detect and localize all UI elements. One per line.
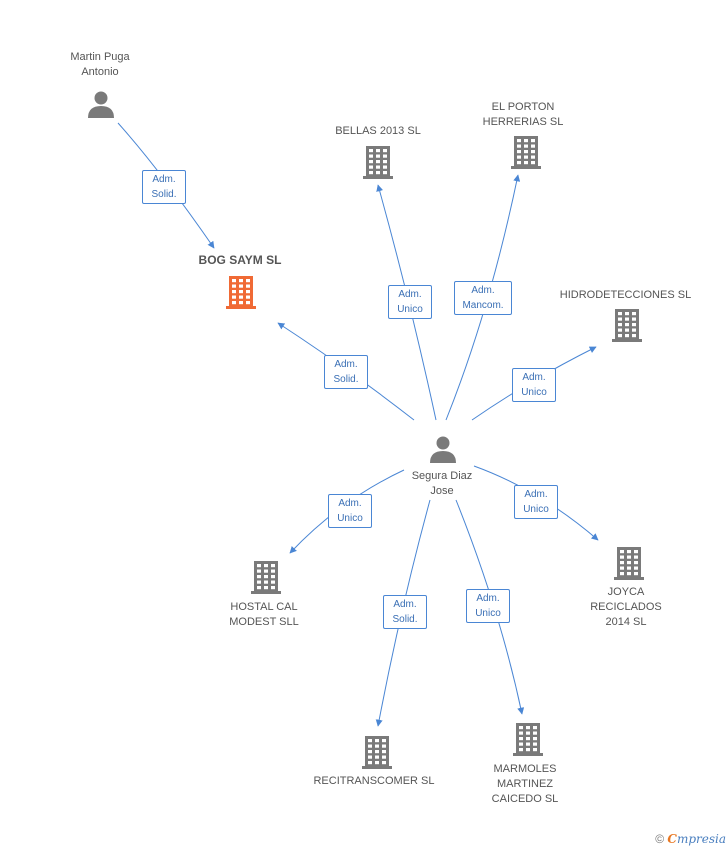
building-icon[interactable] — [363, 146, 393, 179]
node-label-segura[interactable]: Segura Diaz Jose — [411, 470, 473, 497]
edge-label-segura-bellas: Adm. Unico — [388, 285, 432, 319]
node-label-hostal[interactable]: HOSTAL CAL MODEST SLL — [229, 601, 299, 628]
building-icon[interactable] — [226, 276, 256, 309]
building-icon[interactable] — [511, 136, 541, 169]
building-icon[interactable] — [251, 561, 281, 594]
edge-label-martin-bog: Adm. Solid. — [142, 170, 186, 204]
building-icon[interactable] — [362, 736, 392, 769]
footer-brand: © Cmpresia — [655, 832, 726, 846]
edge-label-segura-porton: Adm. Mancom. — [454, 281, 512, 315]
edge-label-segura-bog: Adm. Solid. — [324, 355, 368, 389]
brand-logo: Cmpresia — [667, 832, 726, 846]
building-icon[interactable] — [614, 547, 644, 580]
node-label-bog[interactable]: BOG SAYM SL — [198, 253, 282, 267]
copyright-symbol: © — [655, 832, 665, 846]
building-icon[interactable] — [513, 723, 543, 756]
edge-label-segura-hidro: Adm. Unico — [512, 368, 556, 402]
edge-label-segura-recitrans: Adm. Solid. — [383, 595, 427, 629]
edge-label-segura-joyca: Adm. Unico — [514, 485, 558, 519]
person-icon[interactable] — [430, 436, 456, 464]
node-label-porton[interactable]: EL PORTON HERRERIAS SL — [482, 101, 564, 128]
node-label-hidro[interactable]: HIDRODETECCIONES SL — [559, 289, 692, 301]
node-label-marmoles[interactable]: MARMOLES MARTINEZ CAICEDO SL — [491, 763, 559, 805]
node-label-recitrans[interactable]: RECITRANSCOMER SL — [313, 775, 435, 787]
node-label-joyca[interactable]: JOYCA RECICLADOS 2014 SL — [590, 586, 662, 628]
person-icon[interactable] — [88, 91, 114, 119]
edge-label-segura-hostal: Adm. Unico — [328, 494, 372, 528]
node-label-bellas[interactable]: BELLAS 2013 SL — [335, 125, 421, 137]
node-label-martin[interactable]: Martin Puga Antonio — [70, 51, 130, 78]
edge-label-segura-marmoles: Adm. Unico — [466, 589, 510, 623]
building-icon[interactable] — [612, 309, 642, 342]
